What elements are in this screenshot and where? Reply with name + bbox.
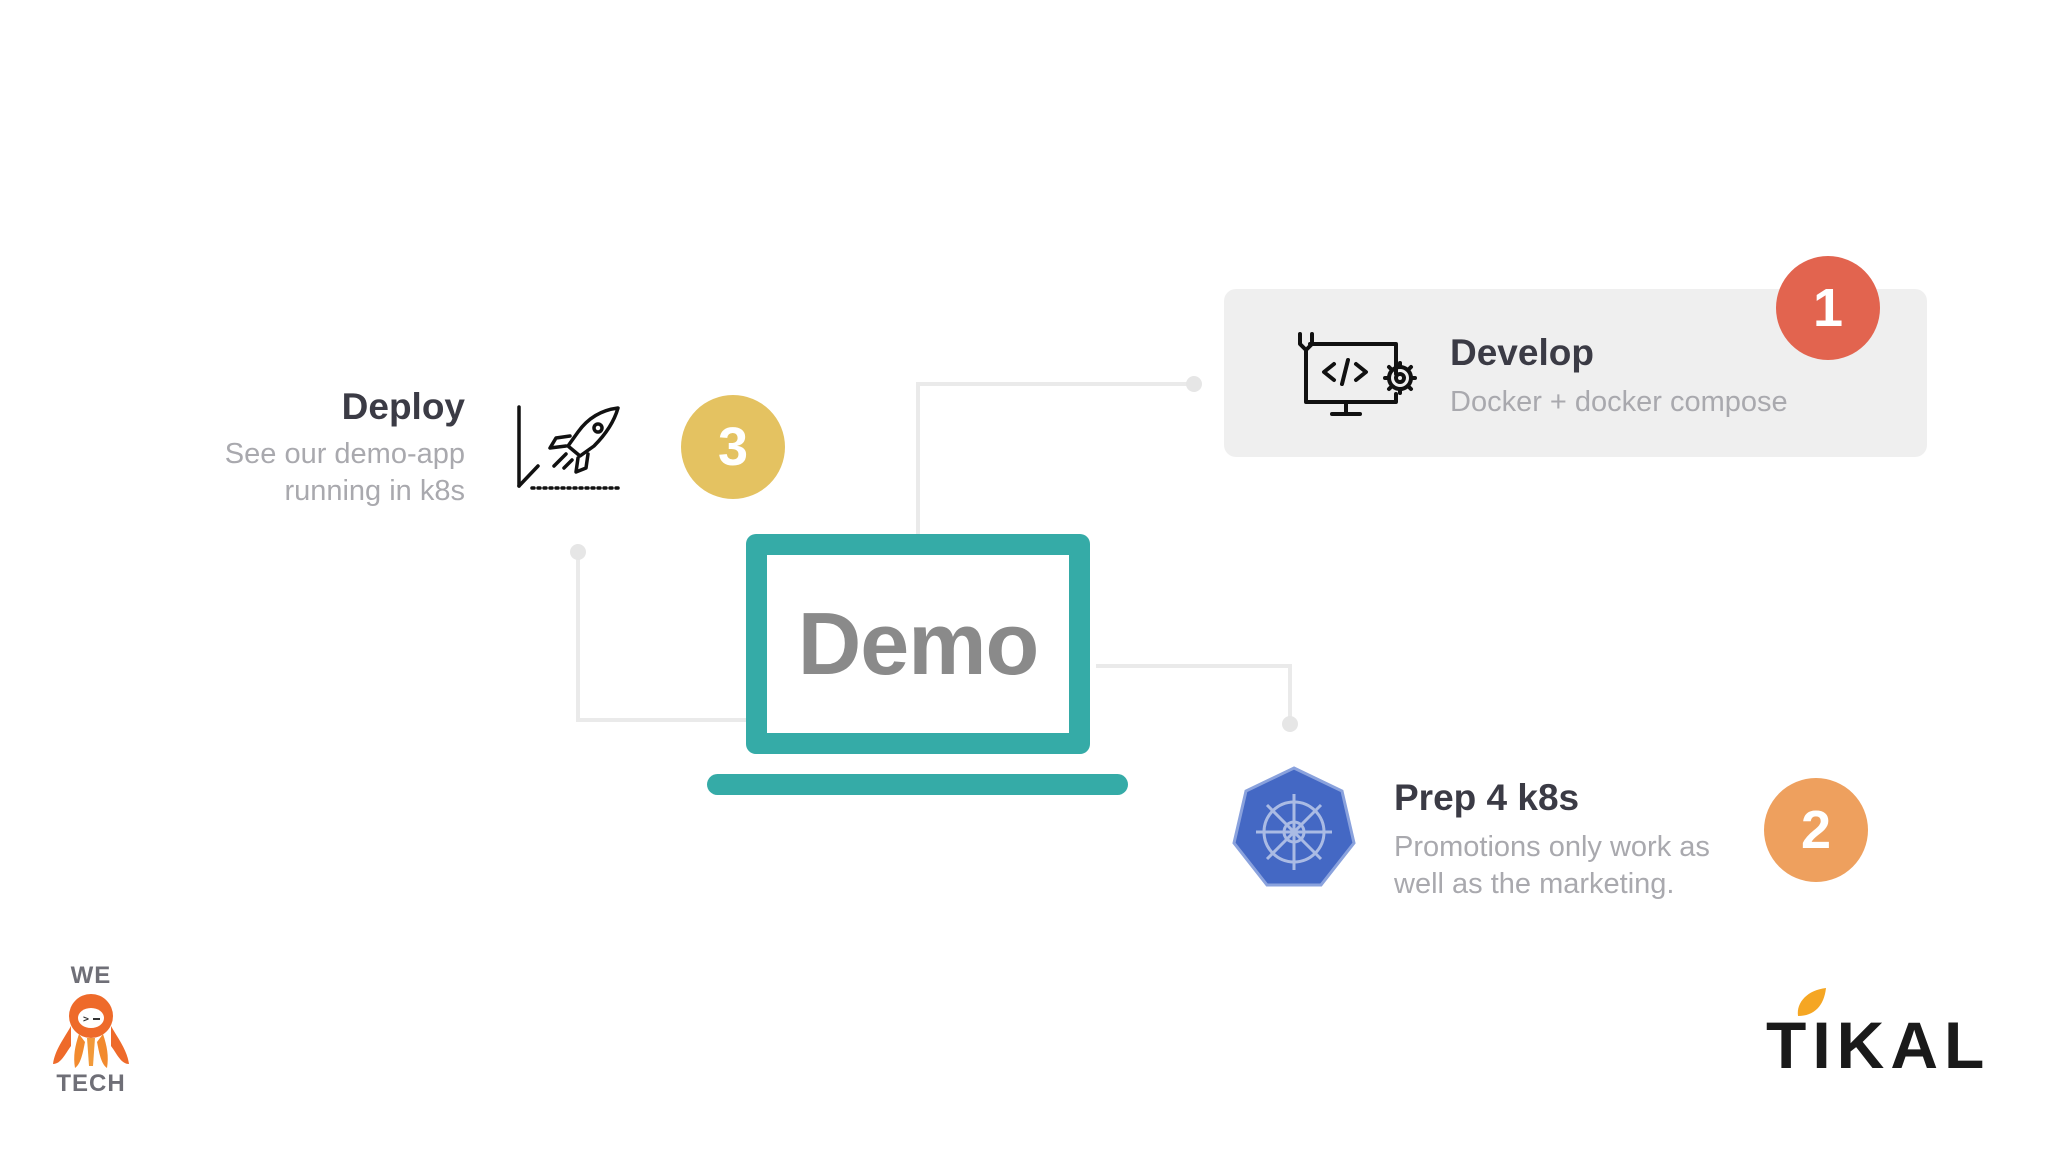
deploy-title: Deploy <box>341 386 465 427</box>
prep-subtitle-line2: well as the marketing. <box>1394 868 1675 900</box>
we-tech-logo: WE > TECH <box>46 962 136 1098</box>
leaf-icon <box>1797 988 1826 1016</box>
develop-title: Develop <box>1450 332 1594 373</box>
rocket-chart-icon <box>517 405 624 490</box>
laptop-base <box>707 774 1128 795</box>
svg-text:>: > <box>83 1014 89 1025</box>
badge-step-3: 3 <box>681 395 785 499</box>
we-tech-logo-bottom: TECH <box>56 1070 126 1097</box>
we-tech-logo-top: WE <box>70 962 112 989</box>
badge-step-1: 1 <box>1776 256 1880 360</box>
tikal-logo: TIKAL <box>1766 988 1991 1082</box>
laptop-screen: Demo <box>746 534 1090 754</box>
prep-subtitle-line1: Promotions only work as <box>1394 831 1710 863</box>
demo-title: Demo <box>797 594 1039 693</box>
prep-title: Prep 4 k8s <box>1394 777 1580 818</box>
develop-subtitle: Docker + docker compose <box>1450 386 1788 418</box>
octopus-icon: > <box>53 994 129 1068</box>
tikal-wordmark: TIKAL <box>1766 1008 1991 1082</box>
deploy-text: Deploy See our demo-app running in k8s <box>225 386 465 510</box>
kubernetes-helm-icon <box>1232 766 1356 887</box>
code-monitor-icon <box>1298 332 1417 416</box>
badge-step-2: 2 <box>1764 778 1868 882</box>
deploy-subtitle-line2: running in k8s <box>284 475 465 507</box>
deploy-subtitle-line1: See our demo-app <box>224 438 465 470</box>
